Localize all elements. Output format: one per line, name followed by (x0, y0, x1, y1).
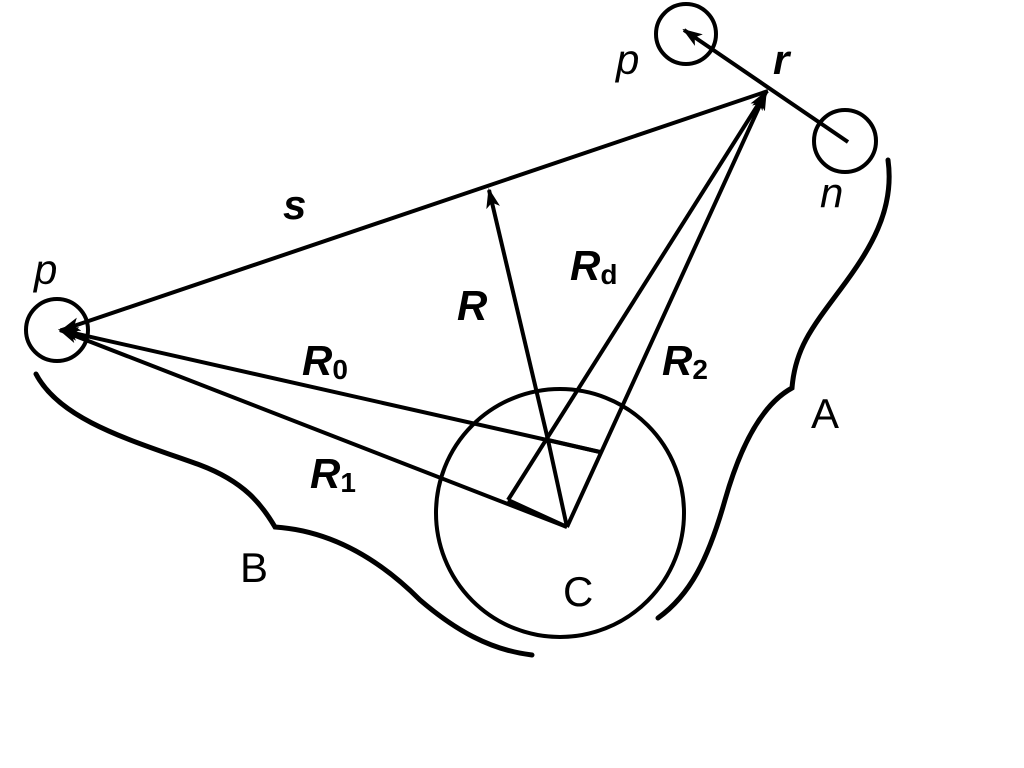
core-circle-C (434, 387, 686, 639)
label-R-2-main: R (662, 337, 693, 384)
brace-B (33, 371, 535, 658)
label-vector-s: s (283, 181, 306, 228)
label-region-B: B (240, 544, 268, 591)
label-vector-R-1: R1 (310, 450, 356, 498)
label-R-0-main: R (302, 337, 333, 384)
label-R-2-sub: 2 (692, 354, 708, 385)
vector-R (486, 188, 550, 441)
label-region-C: C (563, 568, 593, 615)
vector-R-0 (58, 327, 601, 454)
label-neutron: n (820, 169, 843, 216)
label-vector-R-d: Rd (570, 242, 617, 290)
label-R-1-sub: 1 (340, 467, 356, 498)
label-vector-R-2: R2 (662, 337, 708, 385)
vector-R-d (506, 90, 768, 502)
label-R-d-sub: d (600, 259, 617, 290)
vector-R-2 (565, 90, 768, 528)
connector-R1-to-Rd (507, 498, 568, 529)
brace-A (655, 157, 892, 621)
label-R-0-sub: 0 (332, 354, 348, 385)
label-R-d-main: R (570, 242, 601, 289)
label-vector-R: R (457, 282, 488, 329)
label-vector-R-0: R0 (302, 337, 348, 385)
label-proton-left: p (32, 246, 57, 293)
proton-left-circle (24, 297, 90, 363)
vector-s (60, 89, 769, 332)
label-proton-top: p (614, 36, 639, 83)
vector-R-1 (58, 328, 568, 529)
label-vector-r: r (773, 36, 792, 83)
proton-top-circle (654, 2, 718, 66)
neutron-circle (812, 108, 878, 174)
vector-r (682, 28, 850, 144)
label-R-1-main: R (310, 450, 341, 497)
label-region-A: A (811, 390, 839, 437)
connector-R0-to-R2 (547, 438, 601, 454)
connector-R-to-center (546, 439, 569, 528)
